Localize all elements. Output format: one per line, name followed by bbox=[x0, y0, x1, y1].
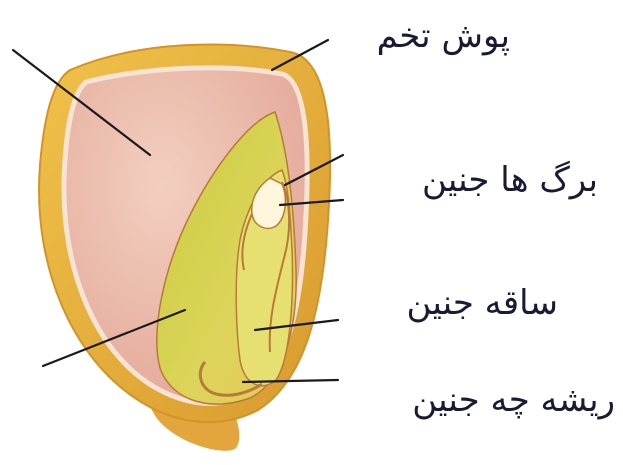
label-embryo-root: ریشه چه جنین bbox=[412, 380, 615, 420]
label-seed-coat: پوش تخم bbox=[377, 16, 510, 56]
label-embryo-leaves: برگ ها جنین bbox=[422, 160, 598, 200]
label-embryo-stem: ساقه جنین bbox=[406, 283, 558, 323]
